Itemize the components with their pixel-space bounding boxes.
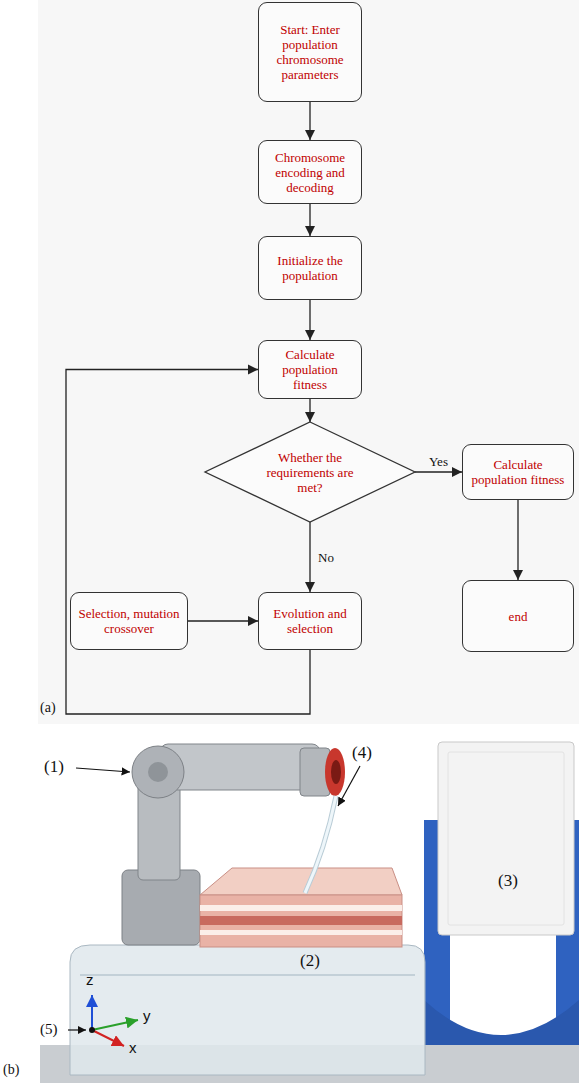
node-text: end [509, 609, 528, 624]
node-text: Calculate population fitness [265, 347, 355, 392]
flow-arrow [66, 370, 310, 715]
panel-label: (a) [40, 700, 56, 715]
meat-top [200, 868, 402, 895]
leader-line [338, 766, 360, 806]
leader-line [68, 1029, 86, 1030]
water-jet [305, 796, 336, 893]
process-box: Selection, mutation crossover [70, 592, 188, 650]
edge-label: No [316, 550, 336, 565]
nozzle-opening [331, 760, 341, 784]
flow-arrow [415, 471, 462, 472]
diamond-shape [205, 422, 415, 522]
process-box: Evolution and selection [258, 592, 362, 650]
process-box: Calculate population fitness [258, 340, 362, 399]
nozzle-ring [325, 748, 345, 796]
axis-label: x [129, 1040, 137, 1057]
axis-label: y [143, 1008, 151, 1025]
origin-dot [89, 1027, 95, 1033]
process-box: Initialize the population [258, 236, 362, 300]
sensor-panel-face [448, 752, 564, 925]
flow-arrow [188, 620, 258, 621]
node-text: Initialize the population [265, 253, 355, 283]
meat-lean-layer [200, 916, 402, 925]
z-axis [91, 995, 93, 1030]
callout-number: (1) [44, 758, 64, 777]
x-axis [92, 1030, 124, 1046]
process-box: Start: Enter population chromosome param… [258, 2, 362, 102]
meat-front [200, 895, 402, 947]
water-jet-edge [305, 796, 336, 893]
flow-arrow [309, 102, 310, 140]
stand-base [424, 1000, 579, 1045]
node-text: Chromosome encoding and decoding [265, 150, 355, 195]
callout-number: (3) [498, 872, 518, 891]
decision-diamond: Whether the requirements are met? [205, 422, 415, 522]
container-rim [80, 974, 415, 976]
transparent-container [70, 945, 425, 1075]
flow-arrow [309, 399, 310, 422]
flow-arrow [309, 522, 310, 592]
robot-base [122, 870, 200, 945]
edge-label: Yes [427, 454, 450, 469]
flow-arrow [309, 204, 310, 236]
panel-label: (b) [3, 1062, 19, 1077]
node-text: Selection, mutation crossover [77, 606, 181, 636]
node-text: Start: Enter population chromosome param… [265, 22, 355, 82]
node-text: Calculate population fitness [469, 457, 567, 487]
meat-fat-layer [200, 905, 402, 911]
robot-joint-cap [148, 762, 168, 782]
meat-fat-layer [200, 930, 402, 935]
callout-number: (5) [40, 1021, 58, 1038]
flow-arrow [309, 300, 310, 340]
sensor-panel [438, 742, 574, 935]
axis-label: z [86, 972, 94, 989]
robot-elbow-joint [132, 746, 184, 798]
leader-line [76, 768, 130, 772]
callout-number: (2) [300, 952, 320, 971]
callout-number: (4) [352, 744, 372, 763]
process-box: Chromosome encoding and decoding [258, 140, 362, 204]
process-box: end [462, 580, 574, 652]
node-text: Evolution and selection [265, 606, 355, 636]
y-axis [92, 1020, 138, 1030]
node-text: Whether the requirements are met? [255, 450, 365, 495]
process-box: Calculate population fitness [462, 444, 574, 500]
panel-background [38, 0, 579, 724]
flow-arrow [517, 500, 518, 580]
